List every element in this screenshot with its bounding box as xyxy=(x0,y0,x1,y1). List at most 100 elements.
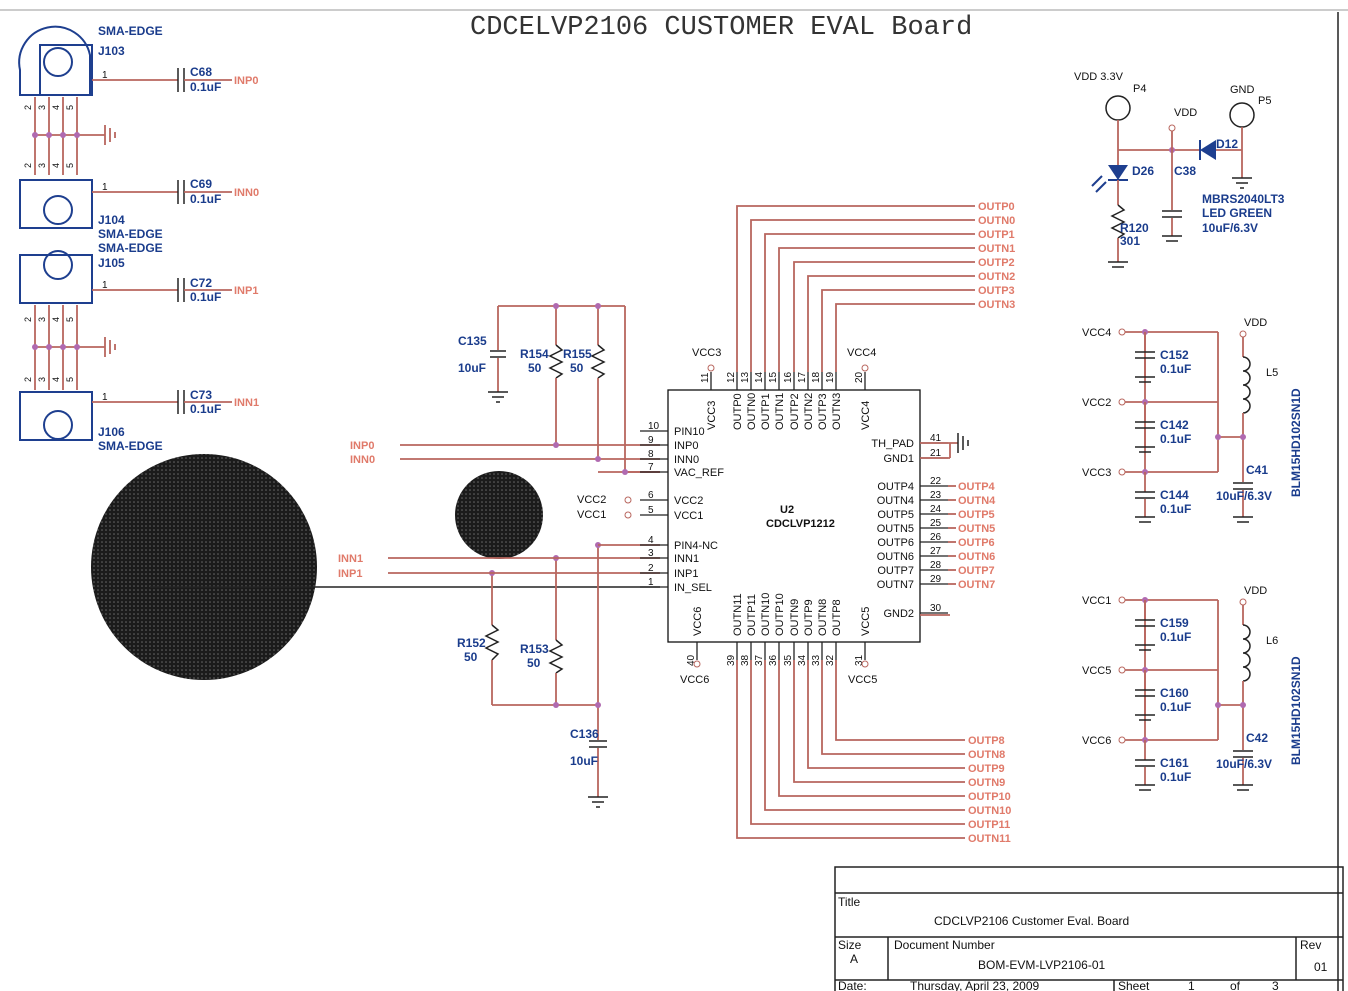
ic-pin-name: OUTP1 xyxy=(760,393,772,430)
ic-pin-name: GND1 xyxy=(883,453,914,465)
supply-port xyxy=(861,364,869,372)
power-input-section: VDD 3.3V P4 GND P5 VDD D12 D26 R120 301 … xyxy=(1074,71,1285,268)
inductor-part: BLM15HD102SN1D xyxy=(1289,656,1303,765)
ic-pin-number: 29 xyxy=(930,574,942,585)
ic-pin-number: 7 xyxy=(648,462,654,473)
u2-ref: U2 xyxy=(780,504,794,516)
output-net-label: OUTN2 xyxy=(978,271,1015,283)
ic-pin-number: 13 xyxy=(740,371,751,383)
junction xyxy=(1240,702,1246,708)
c136-ref: C136 xyxy=(570,727,599,741)
ic-pin-number: 14 xyxy=(754,371,765,383)
output-nets-bottom: OUTP8OUTN8OUTP9OUTN9OUTP10OUTN10OUTP11OU… xyxy=(736,660,1011,845)
sma-connector-j103: SMA-EDGE J103 xyxy=(18,24,163,96)
p4-terminal xyxy=(1105,95,1131,121)
ic-supply-labels: VCC3 VCC4 VCC6 VCC5 VCC2 VCC1 xyxy=(577,347,877,686)
ic-pin-name: OUTN9 xyxy=(789,599,801,636)
output-trace xyxy=(736,660,965,839)
date-value: Thursday, April 23, 2009 xyxy=(910,979,1040,991)
ic-pin-name: GND2 xyxy=(883,608,914,620)
ic-pin-name: OUTN2 xyxy=(803,393,815,430)
pin-num: 1 xyxy=(102,280,108,291)
ic-pin-name: INN1 xyxy=(674,553,699,565)
supply-port xyxy=(1118,328,1126,336)
d26-ref: D26 xyxy=(1132,164,1154,178)
supply-port xyxy=(1118,596,1126,604)
c69-ref: C69 xyxy=(190,177,212,191)
of-label: of xyxy=(1230,979,1241,991)
decoupling-group-top: VDDL5BLM15HD102SN1DC4110uF/6.3VVCC4C1520… xyxy=(1082,317,1303,523)
output-net-label: OUTP10 xyxy=(968,791,1011,803)
pin-num: 4 xyxy=(51,317,61,322)
net-label-inp0: INP0 xyxy=(234,75,258,87)
supply-port xyxy=(1118,666,1126,674)
c72-ref: C72 xyxy=(190,276,212,290)
pin-num: 2 xyxy=(23,377,33,382)
ic-pin-number: 8 xyxy=(648,449,654,460)
ic-pin-name: VCC2 xyxy=(674,495,703,507)
decoupling-cap-ref: C152 xyxy=(1160,348,1189,362)
decoupling-cap-value: 0.1uF xyxy=(1160,432,1191,446)
ic-pin-name: OUTP11 xyxy=(746,594,758,636)
ic-pin-number: 23 xyxy=(930,490,942,501)
decoupling-cap-value: 0.1uF xyxy=(1160,770,1191,784)
sheet-label: Sheet xyxy=(1118,979,1150,991)
net-label-inn1: INN1 xyxy=(234,397,259,409)
output-net-label: OUTP7 xyxy=(958,565,995,577)
d12-diode-icon xyxy=(1200,140,1216,160)
output-trace xyxy=(764,660,965,811)
output-net-label: OUTN1 xyxy=(978,243,1015,255)
ic-pin-number: 17 xyxy=(797,371,808,383)
ic-pin-name: OUTN8 xyxy=(817,599,829,636)
output-trace xyxy=(807,660,965,769)
j105-type: SMA-EDGE xyxy=(98,241,163,255)
pin-num: 3 xyxy=(37,105,47,110)
output-trace xyxy=(793,261,975,372)
supply-port xyxy=(693,660,701,668)
ic-bottom-pins: 40VCC639OUTN1138OUTP1137OUTN1036OUTP1035… xyxy=(686,593,872,668)
ic-pin-number: 33 xyxy=(811,654,822,666)
ic-pin-name: OUTN5 xyxy=(877,523,914,535)
output-net-label: OUTP2 xyxy=(978,257,1015,269)
u2-part: CDCLVP1212 xyxy=(766,518,835,530)
output-trace xyxy=(835,660,965,741)
ic-pin-name: VCC1 xyxy=(674,510,703,522)
sheet-title: CDCELVP2106 CUSTOMER EVAL Board xyxy=(470,13,972,43)
ic-pin-number: 34 xyxy=(797,654,808,666)
sma-connector-j104: J104 SMA-EDGE xyxy=(19,179,163,241)
pin-num: 2 xyxy=(23,163,33,168)
ic-right-pins: 41TH_PAD21GND122OUTP423OUTN424OUTP525OUT… xyxy=(871,433,948,620)
j103-ref: J103 xyxy=(98,44,125,58)
bulk-cap-value: 10uF/6.3V xyxy=(1216,757,1272,771)
pin-num: 4 xyxy=(51,377,61,382)
ic-pin-number: 4 xyxy=(648,535,654,546)
vdd-port xyxy=(1239,598,1247,606)
output-trace xyxy=(778,660,965,797)
decoupling-cap-ref: C161 xyxy=(1160,756,1189,770)
ic-pin-number: 20 xyxy=(854,371,865,383)
decoupling-cap-ref: C144 xyxy=(1160,488,1189,502)
decoupling-cap-ref: C159 xyxy=(1160,616,1189,630)
inductor-ref: L6 xyxy=(1266,635,1278,647)
ic-pin-number: 37 xyxy=(754,654,765,666)
ic-pin-name: OUTP0 xyxy=(732,393,744,430)
decoupling-group-bottom: VDDL6BLM15HD102SN1DC4210uF/6.3VVCC1C1590… xyxy=(1082,585,1303,791)
output-trace xyxy=(821,660,965,755)
vcc5-label: VCC5 xyxy=(848,674,877,686)
ic-pin-number: 9 xyxy=(648,435,654,446)
supply-port xyxy=(1118,736,1126,744)
supply-port xyxy=(1118,398,1126,406)
ic-pin-number: 1 xyxy=(648,577,654,588)
connector-ground-bus-2 xyxy=(32,305,116,390)
ic-pin-number: 39 xyxy=(726,654,737,666)
title-block: Title CDCLVP2106 Customer Eval. Board Si… xyxy=(834,866,1344,991)
vcc3-label: VCC3 xyxy=(692,347,721,359)
ic-pin-number: 24 xyxy=(930,504,942,515)
output-trace xyxy=(736,205,975,372)
pin-num: 5 xyxy=(65,105,75,110)
bias-network-top: C135 10uF R154 50 R155 50 xyxy=(458,303,626,472)
output-net-label: OUTN8 xyxy=(968,749,1005,761)
ic-pin-name: OUTP8 xyxy=(831,599,843,636)
c72-value: 0.1uF xyxy=(190,290,221,304)
rev-value: 01 xyxy=(1314,960,1328,974)
